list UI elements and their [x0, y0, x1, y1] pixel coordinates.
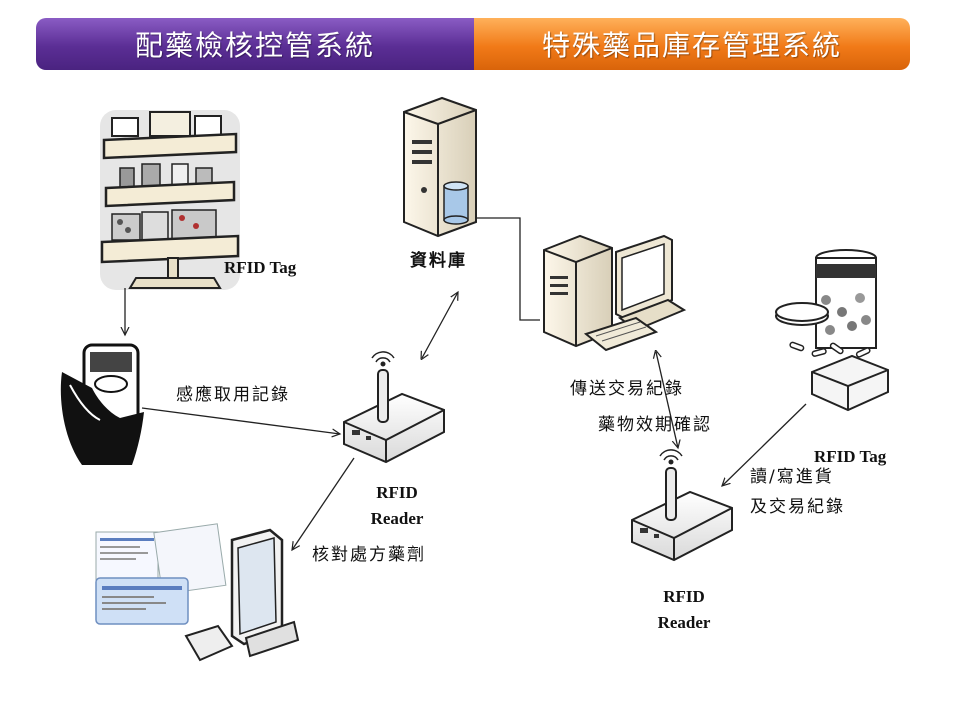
- label-read-write-line2: 及交易紀錄: [750, 497, 845, 517]
- label-reader-right: RFID Reader: [648, 584, 720, 636]
- label-reader-left-line2: Reader: [370, 509, 424, 528]
- rfid-reader-right-icon: [631, 449, 733, 562]
- workstation-computer-icon: [543, 234, 687, 352]
- label-rfid-tag-bottle: RFID Tag: [814, 447, 887, 466]
- label-reader-right-line2: Reader: [657, 613, 711, 632]
- label-reader-left: RFID Reader: [362, 480, 432, 532]
- arrow-tag-to-reader: [722, 403, 807, 486]
- label-sense-record: 感應取用記錄: [176, 385, 290, 405]
- connector-database-to-workstation: [476, 217, 540, 321]
- label-reader-right-line1: RFID: [663, 587, 705, 606]
- arrow-workstation-reader: [656, 352, 678, 448]
- label-database: 資料庫: [410, 251, 467, 271]
- arrow-reader-to-monitor: [292, 457, 355, 550]
- banner-dispensing-system: 配藥檢核控管系統: [36, 18, 474, 70]
- banner-special-drug-inventory: 特殊藥品庫存管理系統: [474, 18, 910, 70]
- arrow-reader-database: [422, 292, 458, 358]
- label-rfid-tag-shelf: RFID Tag: [224, 258, 297, 277]
- arrow-hand-to-reader: [141, 407, 340, 434]
- pill-bottle-with-tag-icon: [775, 249, 889, 412]
- hand-with-tagged-bottle-icon: [60, 343, 144, 465]
- label-expiry-check: 藥物效期確認: [598, 415, 712, 435]
- label-reader-left-line1: RFID: [376, 483, 418, 502]
- database-server-icon: [403, 96, 477, 238]
- prescription-monitor-icon: [95, 523, 300, 662]
- label-transmit-record: 傳送交易紀錄: [570, 379, 684, 399]
- label-verify-prescription: 核對處方藥劑: [312, 545, 426, 565]
- label-read-write-line1: 讀/寫進貨: [750, 467, 834, 487]
- medicine-shelf-icon: [100, 110, 240, 290]
- rfid-reader-left-icon: [343, 351, 445, 464]
